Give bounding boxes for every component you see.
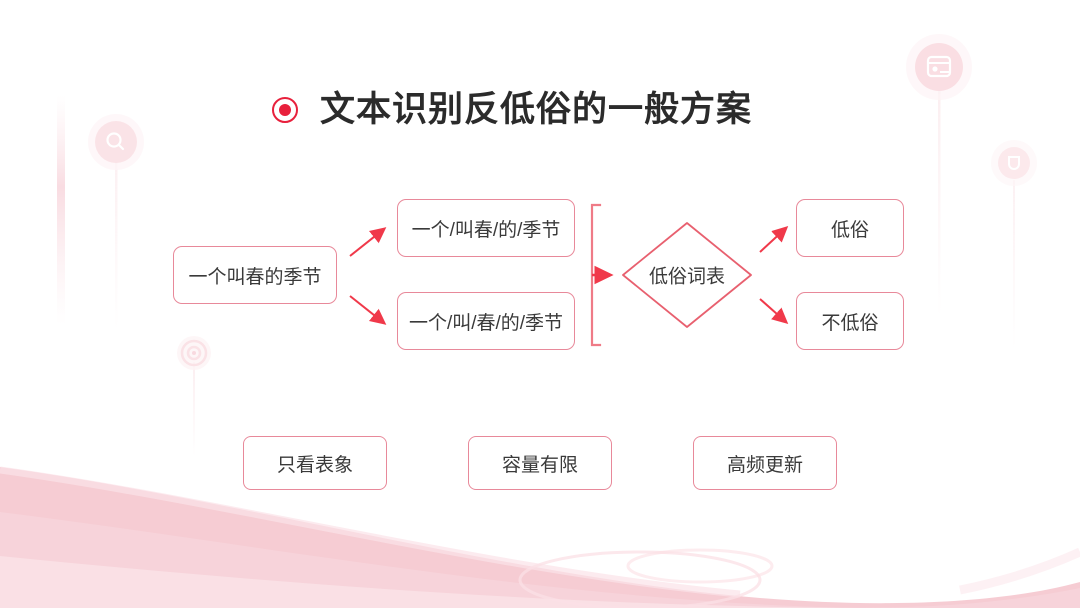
- bracket-arrow-icon: [590, 203, 614, 347]
- filled-circle-bullet-icon: [272, 96, 298, 123]
- node-decision-wordlist[interactable]: 低俗词表: [619, 219, 755, 331]
- node-output-not-vulgar-label: 不低俗: [821, 312, 879, 334]
- node-output-vulgar[interactable]: 低俗: [796, 199, 904, 257]
- diamond-shape-icon: [622, 222, 752, 328]
- issue-box-frequent-update[interactable]: 高频更新: [693, 436, 837, 490]
- issue-box-surface-only[interactable]: 只看表象: [243, 436, 387, 490]
- page-title: 文本识别反低俗的一般方案: [320, 90, 753, 129]
- node-output-not-vulgar[interactable]: 不低俗: [796, 292, 904, 350]
- issue-box-label: 高频更新: [726, 454, 803, 476]
- node-segmentation-b-label: 一个/叫/春/的/季节: [408, 312, 564, 334]
- node-segmentation-a-label: 一个/叫春/的/季节: [411, 219, 561, 241]
- issue-box-label: 只看表象: [276, 454, 353, 476]
- node-input-label: 一个叫春的季节: [188, 266, 322, 288]
- arrow-input-to-seg-b: [349, 295, 387, 325]
- arrow-input-to-seg-a: [349, 227, 387, 257]
- slide-header: 文本识别反低俗的一般方案: [272, 92, 752, 127]
- issue-box-limited-capacity[interactable]: 容量有限: [468, 436, 612, 490]
- node-output-vulgar-label: 低俗: [830, 219, 869, 241]
- arrow-decision-to-output-b: [759, 298, 789, 324]
- node-decision-label: 低俗词表: [648, 266, 726, 288]
- arrow-decision-to-output-a: [759, 225, 789, 253]
- node-segmentation-b[interactable]: 一个/叫/春/的/季节: [397, 292, 575, 350]
- node-segmentation-a[interactable]: 一个/叫春/的/季节: [397, 199, 575, 257]
- issue-box-label: 容量有限: [501, 454, 578, 476]
- node-input-text[interactable]: 一个叫春的季节: [173, 246, 337, 304]
